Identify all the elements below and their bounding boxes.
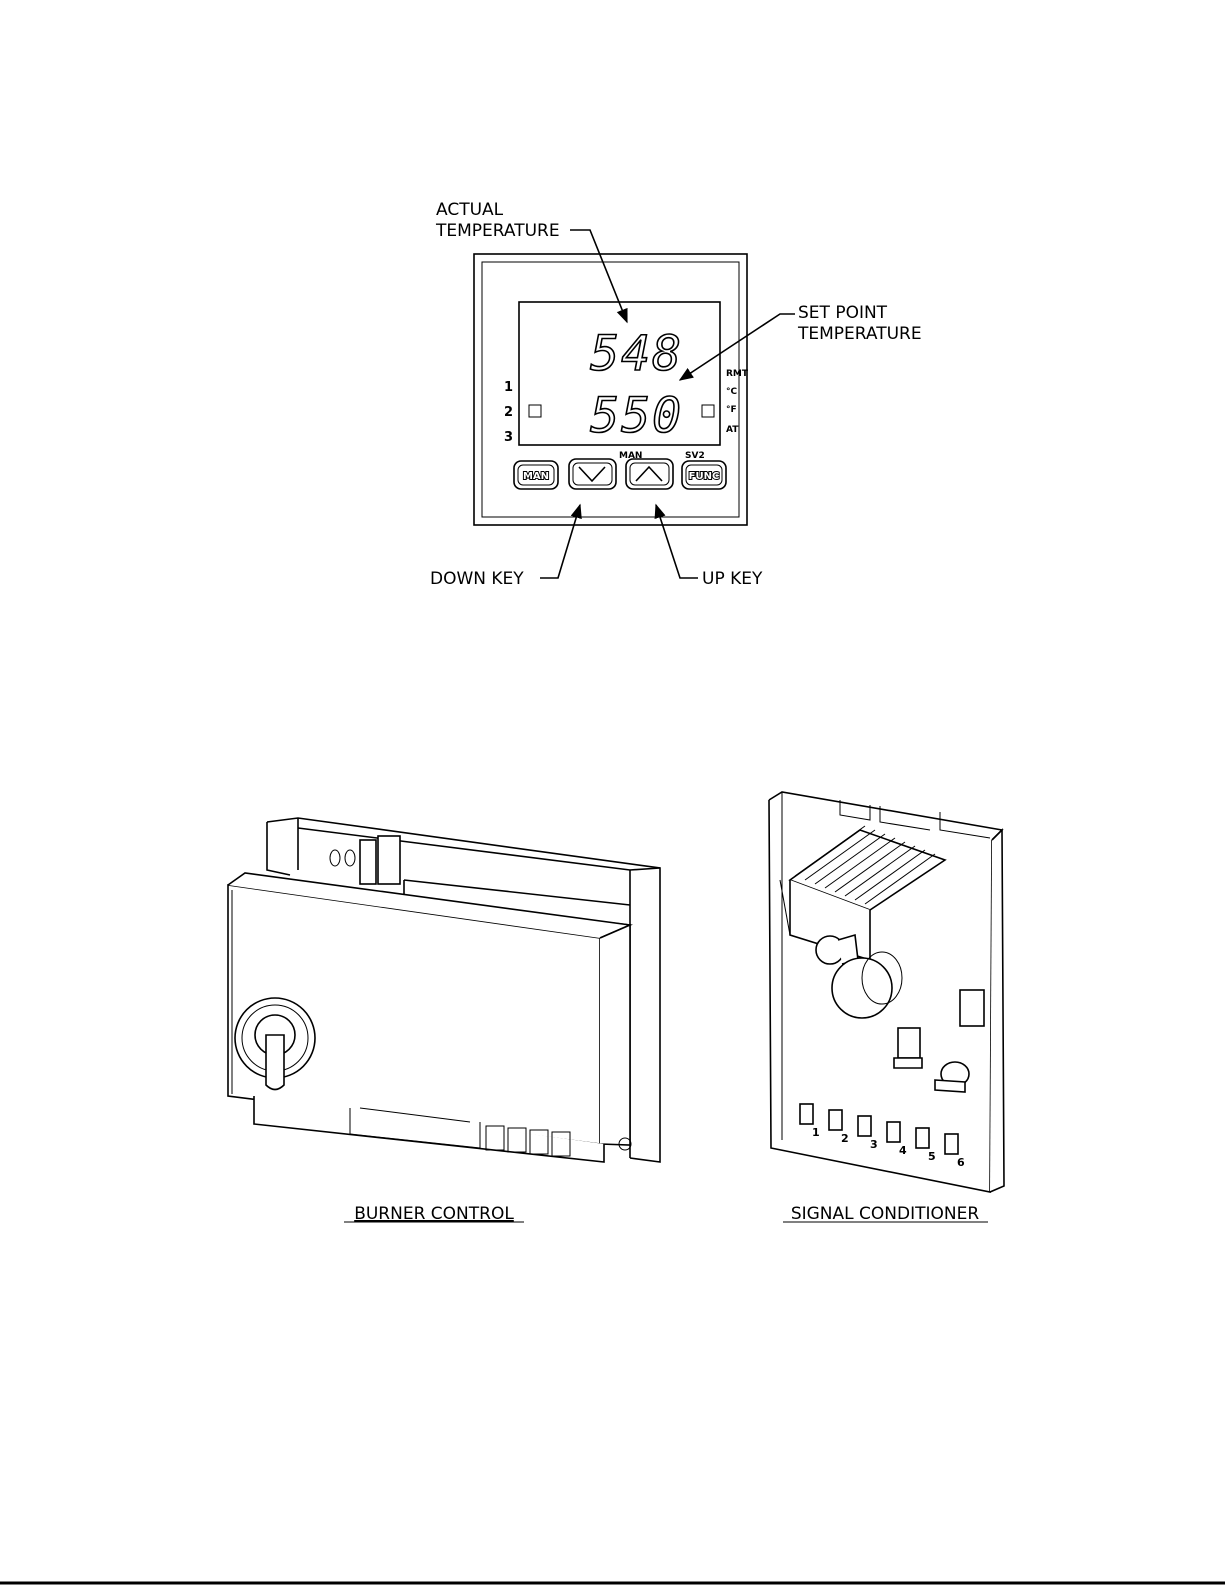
output-indicator-1: 1 xyxy=(504,380,513,395)
output-indicator-3: 3 xyxy=(504,430,513,445)
up-key[interactable] xyxy=(626,459,673,489)
down-key[interactable] xyxy=(569,459,616,489)
sv2-secondary-label: SV2 xyxy=(685,451,705,461)
func-key-label: FUNC xyxy=(689,471,720,482)
func-key[interactable]: FUNC xyxy=(682,461,726,489)
at-indicator: AT xyxy=(726,425,739,435)
actual-temperature-label-line2: TEMPERATURE xyxy=(435,221,560,241)
celsius-indicator: °C xyxy=(726,387,738,397)
signal-conditioner-illustration: 1 2 3 4 5 6 xyxy=(769,792,1004,1192)
signal-conditioner-caption: SIGNAL CONDITIONER xyxy=(791,1204,980,1224)
down-key-label: DOWN KEY xyxy=(430,569,524,589)
set-point-readout: 550 xyxy=(590,388,683,444)
man-key-label: MAN xyxy=(523,471,549,482)
terminal-6-label: 6 xyxy=(957,1156,965,1169)
temperature-controller: 548 550 1 2 3 RMT °C °F AT MAN SV2 MAN xyxy=(474,254,749,525)
set-point-label-line1: SET POINT xyxy=(798,303,888,323)
terminal-2-label: 2 xyxy=(841,1132,849,1145)
terminal-1-label: 1 xyxy=(812,1126,820,1139)
actual-temperature-readout: 548 xyxy=(590,326,683,382)
up-key-label: UP KEY xyxy=(702,569,763,589)
set-point-label-line2: TEMPERATURE xyxy=(797,324,922,344)
terminal-5-label: 5 xyxy=(928,1150,936,1163)
actual-temperature-label-line1: ACTUAL xyxy=(436,200,504,220)
fahrenheit-indicator: °F xyxy=(726,405,737,415)
terminal-4-label: 4 xyxy=(899,1144,907,1157)
burner-control-illustration xyxy=(228,818,660,1162)
terminal-3-label: 3 xyxy=(870,1138,878,1151)
man-key[interactable]: MAN xyxy=(514,461,558,489)
burner-control-caption: BURNER CONTROL xyxy=(354,1204,514,1224)
rmt-indicator: RMT xyxy=(726,369,749,379)
output-indicator-2: 2 xyxy=(504,405,513,420)
